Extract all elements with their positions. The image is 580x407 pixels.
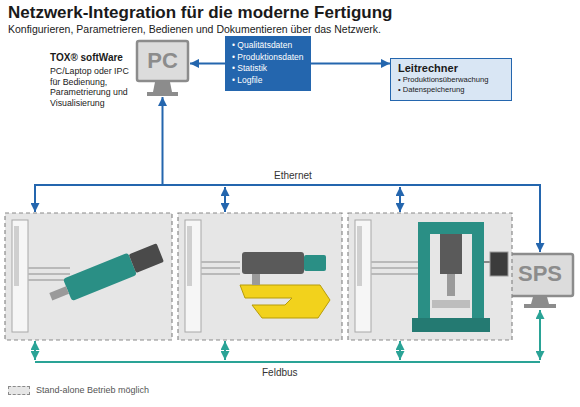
press-column bbox=[418, 222, 430, 330]
host-computer-box: Leitrechner• Produktionsüberwachung• Dat… bbox=[390, 58, 512, 101]
controller-unit bbox=[355, 220, 371, 332]
monitor-stand bbox=[153, 82, 172, 92]
fieldbus-drop bbox=[399, 341, 401, 360]
legend-text: Stand-alone Betrieb möglich bbox=[36, 385, 149, 395]
controller-strip bbox=[14, 226, 19, 286]
press-frame bbox=[412, 222, 508, 332]
tool-motor bbox=[304, 255, 326, 271]
node-title: PC bbox=[135, 48, 190, 74]
bus-label: Feldbus bbox=[262, 367, 298, 378]
cable bbox=[201, 273, 240, 275]
controller-strip bbox=[187, 226, 192, 286]
cable bbox=[371, 267, 418, 269]
monitor-stand bbox=[531, 297, 549, 304]
diagram-title: Netzwerk-Integration für die moderne Fer… bbox=[8, 3, 392, 23]
ethernet-bus bbox=[35, 184, 163, 186]
ethernet-drop bbox=[224, 187, 226, 212]
controller-unit bbox=[12, 220, 28, 332]
node-title: • Qualitätsdaten bbox=[232, 40, 304, 52]
cable bbox=[371, 273, 418, 275]
node-text: • Produktionsüberwachung bbox=[398, 75, 504, 85]
cable bbox=[201, 261, 240, 263]
ethernet-drop bbox=[399, 187, 401, 212]
press-column bbox=[472, 222, 484, 330]
connector-arrow bbox=[190, 62, 225, 64]
station-frame bbox=[178, 213, 342, 340]
node-text: • Produktionsdaten bbox=[232, 52, 304, 64]
node-text: PC/Laptop oder IPC für Bedienung, Parame… bbox=[50, 66, 130, 109]
monitor-base bbox=[524, 304, 556, 308]
node-title: SPS bbox=[505, 261, 575, 287]
fieldbus-line bbox=[35, 361, 540, 363]
connector-arrow bbox=[163, 97, 541, 252]
controller-strip bbox=[357, 226, 362, 286]
tool-cylinder bbox=[242, 252, 304, 274]
fieldbus-drop bbox=[224, 341, 226, 360]
operator-panel bbox=[490, 252, 508, 276]
station-frame bbox=[348, 213, 512, 340]
legend-swatch bbox=[8, 386, 30, 395]
pc-monitor-node: PCTOX® softWarePC/Laptop oder IPC für Be… bbox=[135, 40, 190, 97]
press-drive bbox=[440, 234, 462, 274]
cable bbox=[28, 273, 70, 275]
cable bbox=[371, 261, 418, 263]
cable bbox=[28, 267, 70, 269]
node-text: • Datenspeicherung bbox=[398, 85, 504, 95]
cable-bundle bbox=[201, 262, 240, 274]
connector-arrow bbox=[311, 62, 391, 64]
data-box: • Qualitätsdaten• Produktionsdaten• Stat… bbox=[225, 36, 311, 91]
ethernet-drop bbox=[34, 184, 36, 212]
node-text: • Logfile bbox=[232, 75, 304, 87]
press-motor bbox=[129, 243, 164, 273]
subtitle: Konfigurieren, Parametrieren, Bedienen u… bbox=[8, 23, 381, 35]
press-cylinder bbox=[63, 253, 137, 301]
node-title: Leitrechner bbox=[398, 62, 504, 74]
controller-housing bbox=[185, 220, 201, 332]
node-text: • Statistik bbox=[232, 63, 304, 75]
cable bbox=[201, 267, 240, 269]
fieldbus-drop bbox=[539, 310, 541, 360]
c-frame bbox=[240, 285, 330, 318]
fieldbus-drop bbox=[34, 341, 36, 360]
press-table bbox=[432, 300, 470, 308]
press-rod bbox=[49, 286, 69, 300]
controller-unit bbox=[185, 220, 201, 332]
cable bbox=[28, 279, 70, 281]
controller-housing bbox=[355, 220, 371, 332]
press-ram bbox=[447, 274, 455, 296]
legend-entry: Stand-alone Betrieb möglich bbox=[8, 385, 149, 395]
station-frame bbox=[5, 213, 172, 340]
cable-bundle bbox=[28, 268, 70, 280]
sps-monitor-node: SPS bbox=[505, 252, 575, 298]
tool-rod bbox=[252, 274, 260, 285]
node-text: TOX® softWare bbox=[50, 52, 132, 63]
controller-housing bbox=[12, 220, 28, 332]
press-base bbox=[412, 318, 490, 332]
servo-press bbox=[46, 241, 164, 307]
connector-label: Ethernet bbox=[272, 170, 314, 181]
monitor-base bbox=[147, 92, 178, 96]
cable-bundle bbox=[371, 262, 418, 274]
c-frame-tool bbox=[240, 252, 330, 318]
